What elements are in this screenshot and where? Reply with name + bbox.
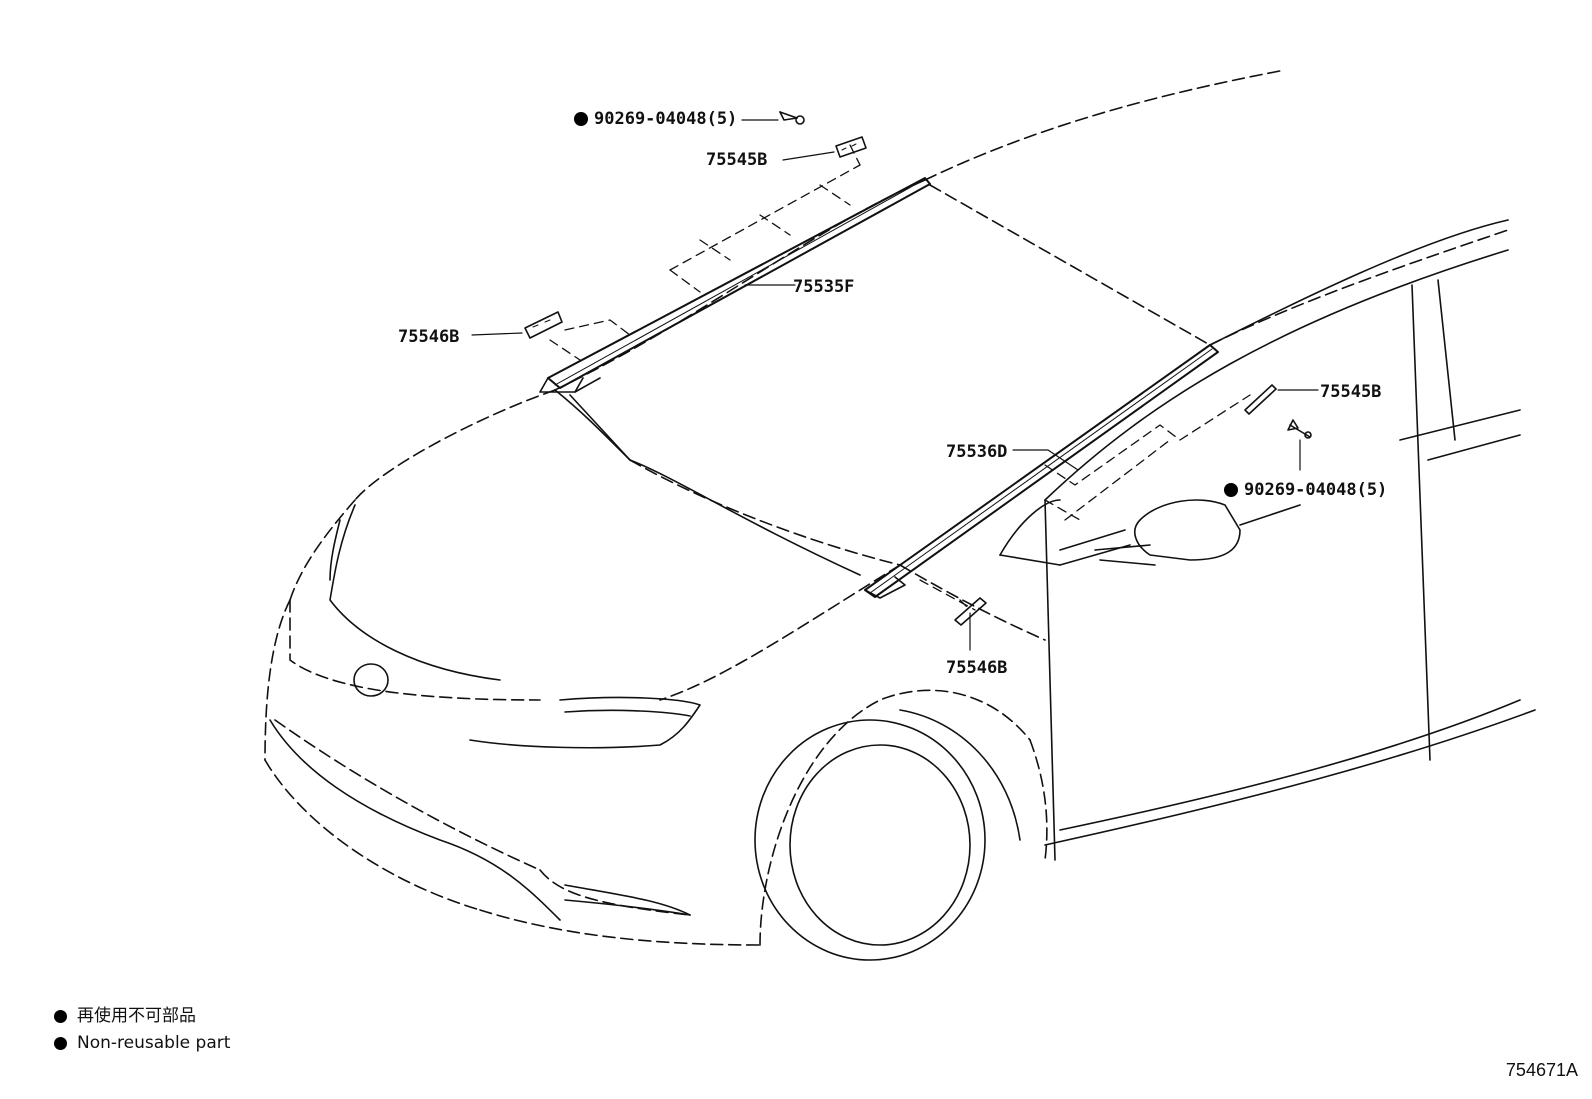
hood-outline <box>289 389 901 701</box>
non-reusable-dot-icon <box>54 1010 67 1023</box>
non-reusable-dot-icon <box>54 1037 67 1050</box>
callout-clip-top-text: 90269-04048(5) <box>594 109 738 129</box>
callout-75536D: 75536D <box>946 442 1008 462</box>
legend-english-text: Non-reusable part <box>77 1033 231 1053</box>
side-mirror <box>1094 499 1301 566</box>
pushpin-clip-top <box>779 111 805 125</box>
bumper-solid <box>269 719 691 921</box>
cowl-molding-75535F <box>539 177 931 393</box>
wheel <box>754 709 1021 961</box>
callout-clip-right: 90269-04048(5) <box>1224 482 1387 499</box>
figure-number: 754671A <box>1505 1060 1578 1080</box>
callout-clip-right-text: 90269-04048(5) <box>1244 480 1388 500</box>
clip-75545B-top <box>835 136 867 158</box>
leader-lines <box>471 119 1319 651</box>
fender <box>759 564 1048 946</box>
front-emblem <box>353 663 389 697</box>
legend-english: Non-reusable part <box>54 1035 230 1052</box>
a-pillar-door <box>999 499 1131 861</box>
non-reusable-dot-icon <box>1224 483 1238 497</box>
callout-75535F: 75535F <box>793 277 855 297</box>
pushpin-clip-right <box>1287 419 1312 439</box>
clip-75545B-right <box>1244 384 1277 415</box>
front-bumper <box>264 599 761 946</box>
headlight <box>469 696 701 749</box>
side-molding-75536D <box>864 344 1219 599</box>
locator-lines <box>549 144 1251 611</box>
clip-75546B-left <box>524 311 563 339</box>
clip-75546B-bottom <box>954 597 987 626</box>
legend-japanese: 再使用不可部品 <box>54 1008 196 1025</box>
legend-japanese-text: 再使用不可部品 <box>77 1006 196 1026</box>
callout-75546B-bottom: 75546B <box>946 658 1008 678</box>
car-body-right <box>1044 219 1536 846</box>
hood-lines <box>329 389 861 681</box>
callout-75546B-left: 75546B <box>398 327 460 347</box>
callout-75545B-right: 75545B <box>1320 382 1382 402</box>
non-reusable-dot-icon <box>574 112 588 126</box>
callout-clip-top: 90269-04048(5) <box>574 111 737 128</box>
windshield-outline <box>554 69 1286 391</box>
callout-75545B-top: 75545B <box>706 150 768 170</box>
